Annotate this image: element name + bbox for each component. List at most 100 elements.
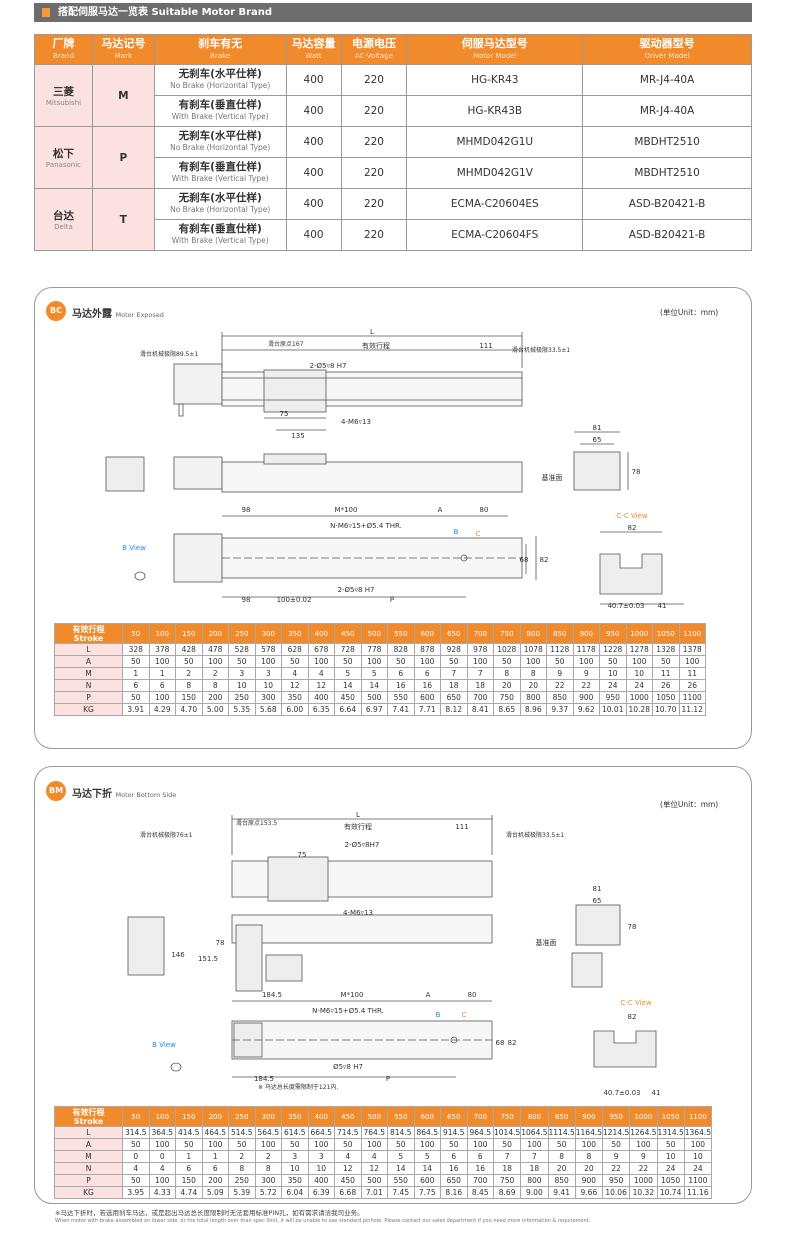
brand-header-cn: 马达记号 bbox=[101, 36, 146, 50]
row-value: 1050 bbox=[652, 691, 680, 704]
stroke-value: 1100 bbox=[683, 1106, 713, 1127]
row-value: 5 bbox=[360, 667, 388, 680]
row-value: 364.5 bbox=[148, 1126, 176, 1139]
row-value: 50 bbox=[546, 655, 574, 668]
bm-dim-146: 146 bbox=[171, 951, 185, 959]
row-value: 1114.5 bbox=[547, 1126, 576, 1139]
row-value: 828 bbox=[387, 643, 415, 656]
row-value: 50 bbox=[281, 655, 309, 668]
row-value: 50 bbox=[493, 655, 521, 668]
row-value: 22 bbox=[572, 679, 600, 692]
brake-en: With Brake (Vertical Type) bbox=[171, 174, 269, 183]
row-value: 10 bbox=[307, 1162, 335, 1175]
brake-en: No Brake (Horizontal Type) bbox=[170, 205, 271, 214]
row-value: 3 bbox=[228, 667, 256, 680]
bc-pin: 2-Ø5▿8 H7 bbox=[310, 362, 347, 370]
row-value: 6 bbox=[175, 1162, 203, 1175]
bc-C: C bbox=[476, 530, 481, 538]
row-value: 878 bbox=[413, 643, 441, 656]
brake-cn: 有刹车(垂直仕样) bbox=[178, 161, 262, 173]
stroke-value: 200 bbox=[201, 623, 229, 644]
motor-cell: MHMD042G1V bbox=[406, 157, 584, 189]
row-value: 7 bbox=[440, 667, 468, 680]
bm-dim-75: 75 bbox=[298, 851, 307, 859]
bc-P: P bbox=[390, 596, 394, 604]
bc-datum: 基准面 bbox=[542, 473, 563, 482]
bc-dim-75: 75 bbox=[280, 410, 289, 418]
brake-en: No Brake (Horizontal Type) bbox=[170, 81, 271, 90]
row-value: 378 bbox=[148, 643, 176, 656]
row-value: 24 bbox=[625, 679, 653, 692]
row-value: 10.32 bbox=[629, 1186, 658, 1199]
row-value: 5.39 bbox=[228, 1186, 256, 1199]
row-value: 100 bbox=[678, 655, 706, 668]
row-value: 22 bbox=[601, 1162, 631, 1175]
row-value: 20 bbox=[493, 679, 521, 692]
row-value: 8.12 bbox=[440, 703, 468, 716]
bc-dim-111: 111 bbox=[479, 342, 492, 350]
row-value: 250 bbox=[228, 691, 256, 704]
bm-unit: (单位Unit：mm) bbox=[660, 800, 719, 809]
bc-thr: N-M6▿15+Ø5.4 THR. bbox=[330, 522, 402, 530]
row-value: 1364.5 bbox=[683, 1126, 713, 1139]
row-value: 1050 bbox=[656, 1174, 685, 1187]
row-value: 1100 bbox=[678, 691, 706, 704]
row-value: 6.39 bbox=[307, 1186, 335, 1199]
bc-m4: 4-M6▿13 bbox=[341, 418, 371, 426]
row-value: 6 bbox=[148, 679, 176, 692]
row-value: 22 bbox=[546, 679, 574, 692]
brake-cn: 有刹车(垂直仕样) bbox=[178, 99, 262, 111]
row-value: 11.16 bbox=[683, 1186, 713, 1199]
stroke-value: 700 bbox=[466, 1106, 494, 1127]
row-value: 50 bbox=[547, 1138, 576, 1151]
row-value: 50 bbox=[334, 655, 362, 668]
row-value: 100 bbox=[360, 655, 388, 668]
bc-origin: 滑台原点167 bbox=[268, 340, 304, 348]
row-value: 10.28 bbox=[625, 703, 653, 716]
bc-m100: M*100 bbox=[335, 506, 358, 514]
row-value: 1 bbox=[175, 1150, 203, 1163]
watt-cell: 400 bbox=[285, 64, 342, 96]
row-value: 10.70 bbox=[652, 703, 680, 716]
bm-drawing: L 有效行程 111 75 2-Ø5▿8H7 4-M6▿13 81 65 78 … bbox=[36, 805, 750, 1107]
row-value: 0 bbox=[148, 1150, 176, 1163]
bm-dim-68: 68 bbox=[496, 1039, 505, 1047]
row-value: 528 bbox=[228, 643, 256, 656]
bm-title: 马达下折 Motor Bottom Side bbox=[72, 785, 176, 800]
brand-en: Panasonic bbox=[45, 161, 82, 169]
row-value: 864.5 bbox=[413, 1126, 441, 1139]
row-value: 5.09 bbox=[201, 1186, 229, 1199]
row-value: 4 bbox=[122, 1162, 150, 1175]
row-value: 1 bbox=[201, 1150, 229, 1163]
bc-dim-65: 65 bbox=[593, 436, 602, 444]
brand-header-cn: 电源电压 bbox=[351, 36, 396, 50]
row-value: 850 bbox=[546, 691, 574, 704]
row-value: 9 bbox=[601, 1150, 631, 1163]
row-value: 678 bbox=[307, 643, 335, 656]
stroke-value: 100 bbox=[148, 623, 176, 644]
row-value: 400 bbox=[307, 1174, 335, 1187]
voltage-cell: 220 bbox=[340, 157, 408, 189]
row-value: 550 bbox=[387, 1174, 415, 1187]
row-value: 1228 bbox=[599, 643, 627, 656]
bm-origin: 滑台原点153.5 bbox=[236, 819, 277, 827]
row-value: 2 bbox=[228, 1150, 256, 1163]
row-value: 100 bbox=[360, 1138, 388, 1151]
bm-mech-l: 滑台机械极限76±1 bbox=[140, 831, 193, 839]
row-value: 100 bbox=[629, 1138, 658, 1151]
row-value: 1000 bbox=[625, 691, 653, 704]
bm-panel bbox=[34, 766, 752, 1204]
watt-cell: 400 bbox=[285, 188, 342, 220]
row-value: 6.97 bbox=[360, 703, 388, 716]
row-value: 9.37 bbox=[546, 703, 574, 716]
row-value: 6 bbox=[413, 667, 441, 680]
row-value: 464.5 bbox=[201, 1126, 229, 1139]
bc-ccview: C-C View bbox=[616, 512, 647, 520]
